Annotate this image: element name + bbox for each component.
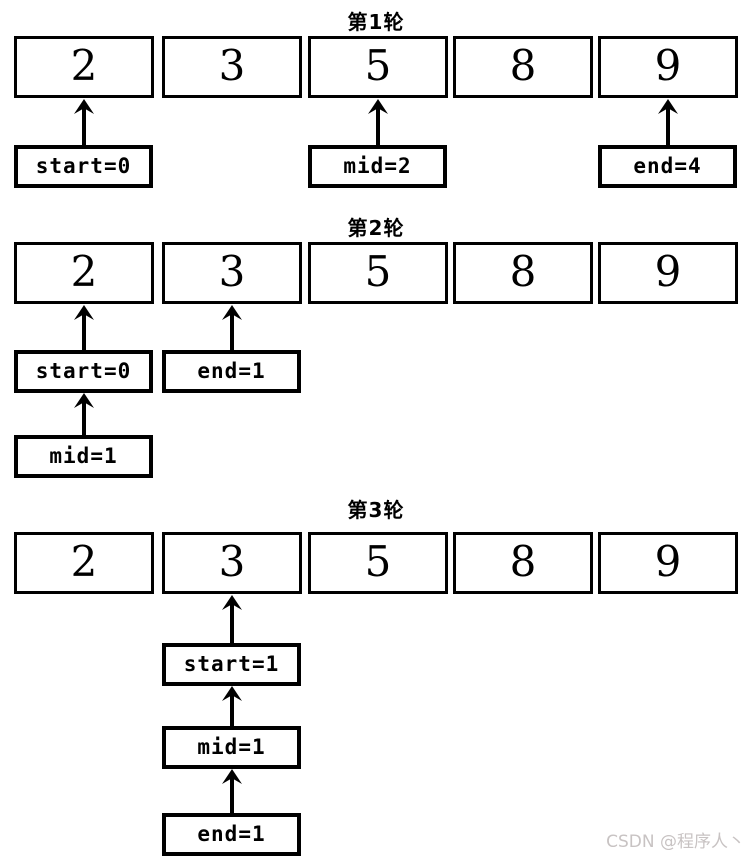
arrow-up-icon (222, 595, 242, 643)
round-title: 第1轮 (347, 10, 405, 34)
array-cell: 3 (162, 532, 302, 594)
watermark: CSDN @程序人丶 (606, 832, 745, 852)
array-cell: 9 (598, 532, 738, 594)
array-cell: 8 (453, 36, 593, 98)
array-cell: 2 (14, 36, 154, 98)
arrow-up-icon (368, 99, 388, 145)
array-cell: 5 (308, 36, 448, 98)
pointer-end-box: end=1 (162, 813, 301, 856)
round-1: 第1轮 2 3 5 8 9 start=0 mid=2 end=4 (0, 0, 749, 188)
pointer-start-box: start=0 (14, 145, 153, 188)
array-cell: 8 (453, 532, 593, 594)
arrow-up-icon (658, 99, 678, 145)
arrow-up-icon (74, 393, 94, 435)
round-2: 第2轮 2 3 5 8 9 start=0 end=1 mid=1 (0, 206, 749, 478)
array-cell: 2 (14, 532, 154, 594)
pointer-mid-box: mid=1 (14, 435, 153, 478)
pointer-mid-box: mid=2 (308, 145, 447, 188)
array-cell: 8 (453, 242, 593, 304)
array-cell: 3 (162, 36, 302, 98)
array-cell: 9 (598, 242, 738, 304)
arrow-up-icon (222, 305, 242, 350)
pointer-start-box: start=0 (14, 350, 153, 393)
pointer-mid-box: mid=1 (162, 726, 301, 769)
array-cell: 5 (308, 242, 448, 304)
array-cell: 3 (162, 242, 302, 304)
round-3: 第3轮 2 3 5 8 9 start=1 mid=1 end=1 (0, 488, 749, 856)
pointer-end-box: end=1 (162, 350, 301, 393)
arrow-up-icon (74, 99, 94, 145)
pointer-end-box: end=4 (598, 145, 737, 188)
pointer-start-box: start=1 (162, 643, 301, 686)
arrow-up-icon (222, 769, 242, 813)
array-cell: 9 (598, 36, 738, 98)
round-title: 第2轮 (347, 216, 405, 240)
array-cell: 2 (14, 242, 154, 304)
arrow-up-icon (74, 305, 94, 350)
round-title: 第3轮 (347, 498, 405, 522)
arrow-up-icon (222, 686, 242, 726)
array-cell: 5 (308, 532, 448, 594)
